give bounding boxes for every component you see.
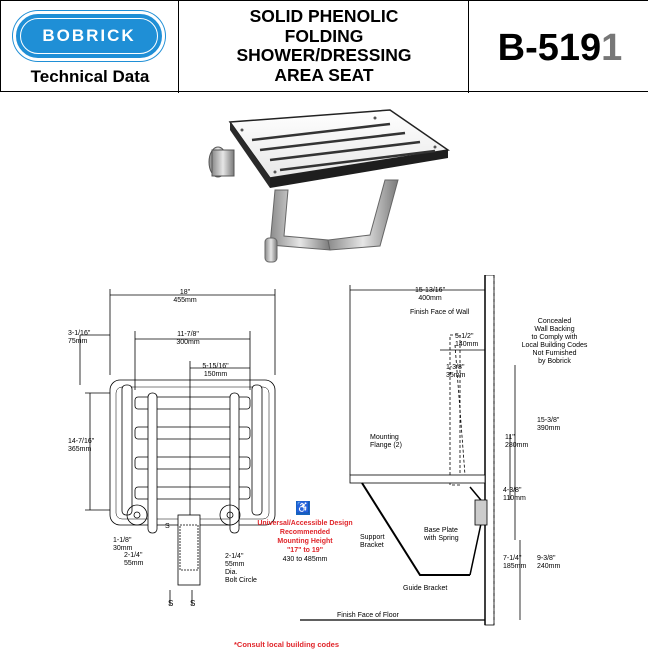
- section-marker-s-top: S: [165, 523, 170, 530]
- title-line-1: SOLID PHENOLIC: [249, 6, 399, 26]
- product-title: SOLID PHENOLIC FOLDING SHOWER/DRESSING A…: [179, 6, 469, 85]
- guide-bracket-label: Guide Bracket: [403, 585, 448, 592]
- dim-2-1-4-left: 2-1/4"55mm: [124, 552, 144, 567]
- section-marker-s-right: S: [190, 599, 196, 608]
- title-line-3: SHOWER/DRESSING: [236, 45, 412, 65]
- dim-15-3-8: 15-3/8"390mm: [537, 417, 561, 432]
- footnote: *Consult local building codes: [234, 640, 340, 649]
- bobrick-logo: BOBRICK: [13, 11, 165, 61]
- product-photo: [208, 109, 450, 263]
- dim-11: 11"280mm: [505, 434, 529, 449]
- technical-data-label: Technical Data: [30, 67, 150, 86]
- dim-7-1-4: 7-1/4"185mm: [503, 555, 527, 570]
- side-view-drawing: [300, 275, 521, 626]
- dim-15-13-16: 15-13/16"400mm: [414, 287, 446, 302]
- dim-11-7-8: 11-7/8"300mm: [176, 331, 200, 346]
- brand-cell: BOBRICK Technical Data: [1, 1, 179, 93]
- title-line-2: FOLDING: [284, 25, 364, 46]
- title-line-4: AREA SEAT: [274, 64, 374, 85]
- header-table: BOBRICK Technical Data SOLID PHENOLIC FO…: [0, 0, 650, 93]
- dim-1-1-8: 1-1/8"30mm: [113, 537, 133, 552]
- accessibility-icon: ♿: [296, 501, 310, 515]
- model-number: B-5191: [497, 27, 623, 69]
- finish-face-wall-label: Finish Face of Wall: [410, 309, 470, 316]
- title-cell: SOLID PHENOLIC FOLDING SHOWER/DRESSING A…: [179, 1, 469, 93]
- dim-1-3-8: 1-3/8"35mm: [446, 364, 466, 379]
- model-cell: B-5191: [469, 1, 650, 93]
- dim-4-3-8: 4-3/8"110mm: [503, 487, 526, 502]
- dim-5-1-2: 5-1/2"140mm: [455, 333, 479, 348]
- front-view-drawing: [79, 289, 276, 605]
- dim-3-1-16: 3-1/16"75mm: [68, 330, 91, 345]
- finish-face-floor-label: Finish Face of Floor: [337, 612, 399, 619]
- dim-14-7-16: 14-7/16"365mm: [68, 438, 95, 453]
- dim-18: 18"455mm: [173, 289, 197, 304]
- section-marker-s-left: S: [168, 599, 174, 608]
- brand-name: BOBRICK: [20, 18, 158, 54]
- dim-5-15-16: 5-15/16"150mm: [202, 363, 229, 378]
- dim-9-3-8: 9-3/8"240mm: [537, 555, 561, 570]
